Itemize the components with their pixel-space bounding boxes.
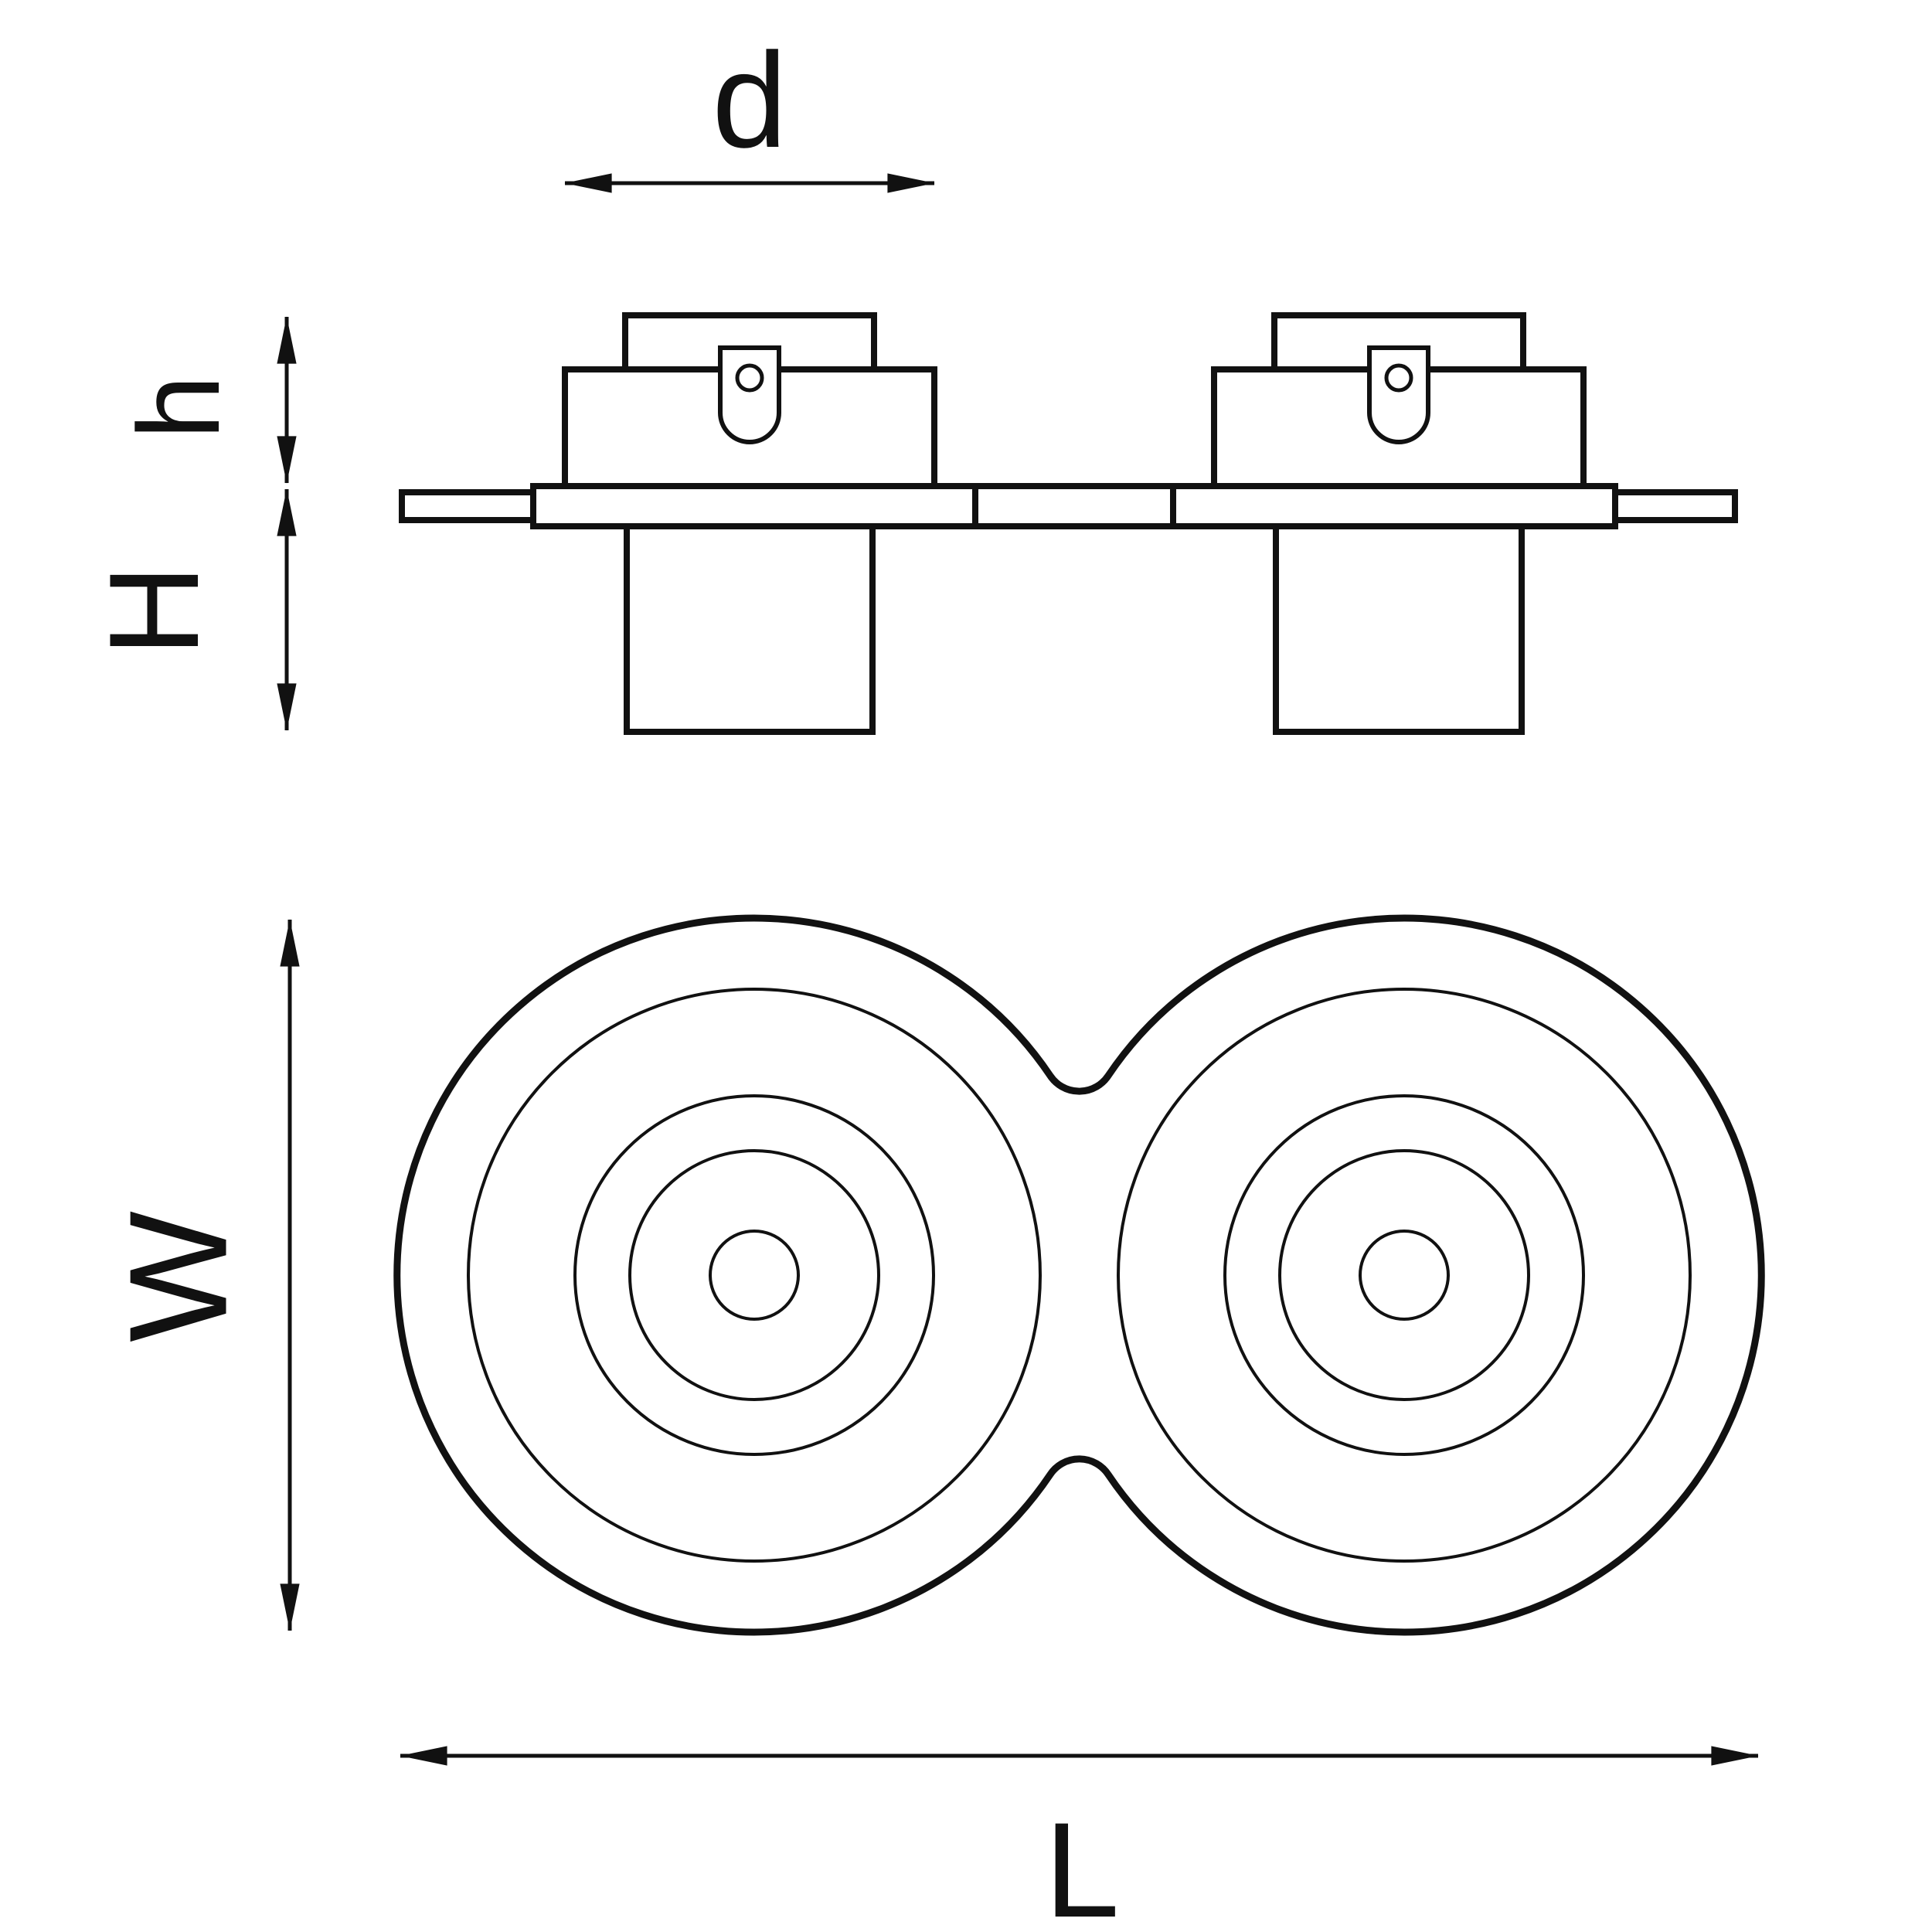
left-reflector-inner-ring bbox=[628, 1149, 880, 1401]
dimension-label-H: H bbox=[83, 564, 225, 656]
mounting-plate bbox=[399, 483, 1738, 529]
right-clip-hole bbox=[1384, 363, 1413, 393]
right-lamp-rings bbox=[1117, 988, 1692, 1563]
left-mounting-clip bbox=[718, 345, 781, 444]
dimensions: d h H W L bbox=[83, 26, 1759, 1932]
lamp-module-right bbox=[1211, 312, 1587, 735]
right-reflector-inner-ring bbox=[1278, 1149, 1530, 1401]
left-lamp-rings bbox=[467, 988, 1042, 1563]
left-trim-ring bbox=[467, 988, 1042, 1563]
dimension-L: L bbox=[400, 1746, 1759, 1932]
right-reflector-outer-ring bbox=[1223, 1094, 1585, 1456]
right-lamp-aperture bbox=[1359, 1230, 1450, 1321]
right-recessed-can bbox=[1273, 523, 1525, 735]
plate-tab-left bbox=[399, 489, 536, 523]
dimension-label-L: L bbox=[1044, 1795, 1119, 1932]
left-reflector-outer-ring bbox=[573, 1094, 935, 1456]
plate-tab-right bbox=[1612, 489, 1738, 523]
right-trim-ring bbox=[1117, 988, 1692, 1563]
fixture-face-outline bbox=[393, 914, 1765, 1636]
dimension-d: d bbox=[564, 26, 935, 193]
dimension-H: H bbox=[83, 488, 297, 731]
right-mounting-clip bbox=[1367, 345, 1430, 444]
side-view bbox=[399, 312, 1738, 735]
dimension-label-W: W bbox=[101, 1211, 257, 1342]
dimension-label-h: h bbox=[114, 375, 243, 439]
plan-view bbox=[393, 914, 1765, 1636]
left-recessed-can bbox=[624, 523, 876, 735]
left-lamp-aperture bbox=[709, 1230, 800, 1321]
dimension-label-d: d bbox=[712, 26, 787, 176]
dimension-W: W bbox=[101, 919, 300, 1631]
dimension-h: h bbox=[114, 316, 297, 484]
plate-main bbox=[530, 483, 1618, 529]
left-clip-hole bbox=[735, 363, 764, 393]
